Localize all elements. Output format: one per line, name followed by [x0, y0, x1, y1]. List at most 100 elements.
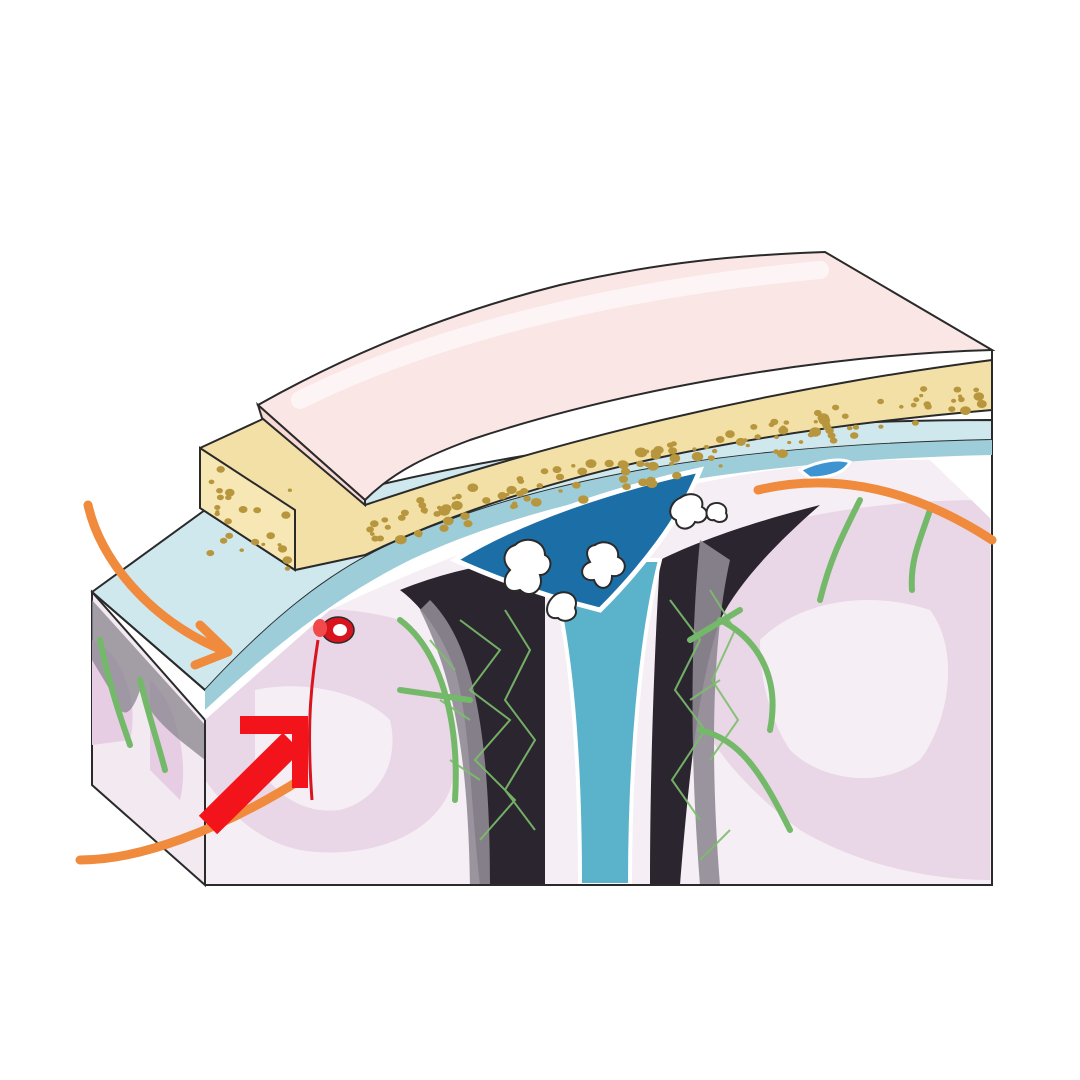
diploe-pore — [219, 537, 228, 544]
diploe-pore — [369, 532, 375, 536]
meningeal-artery — [313, 616, 355, 644]
diploe-pore — [666, 442, 674, 448]
diploe-pore — [707, 455, 715, 461]
diploe-pore — [809, 427, 822, 437]
diploe-pore — [669, 461, 675, 466]
diploe-pore — [552, 466, 562, 474]
diploe-pore — [497, 492, 507, 500]
diploe-pore — [846, 425, 853, 431]
diploe-pore — [672, 471, 682, 480]
diploe-pore — [282, 556, 293, 564]
diploe-pore — [650, 477, 656, 482]
diploe-pore — [442, 516, 454, 526]
diploe-pore — [750, 424, 758, 430]
diploe-pore — [261, 542, 266, 547]
diploe-pore — [718, 464, 723, 468]
diploe-pore — [253, 507, 262, 514]
diploe-pore — [530, 498, 542, 507]
diploe-pore — [394, 535, 407, 545]
diploe-pore — [832, 404, 840, 411]
diploe-pore — [455, 493, 462, 500]
diploe-pore — [572, 481, 581, 489]
diploe-pore — [416, 532, 422, 538]
diploe-pore — [711, 448, 718, 454]
diploe-pore — [558, 489, 563, 493]
diploe-pore — [768, 422, 775, 428]
diploe-pore — [650, 451, 662, 460]
diploe-pore — [948, 406, 956, 412]
diploe-pore — [634, 447, 647, 457]
diploe-pore — [585, 459, 597, 468]
diploe-pore — [691, 451, 704, 462]
falx-channel — [545, 558, 663, 885]
diploe-pore — [578, 495, 589, 504]
diploe-layer — [199, 358, 993, 572]
diploe-pore — [877, 398, 884, 405]
diploe-pore — [467, 483, 479, 493]
diploe-pore — [439, 524, 449, 532]
diploe-pore — [646, 479, 658, 488]
diploe-pore — [671, 454, 680, 462]
diploe-pore — [555, 473, 565, 481]
diploe-pore — [976, 400, 987, 408]
diploe-pore — [366, 526, 374, 533]
diploe-pore — [370, 520, 379, 528]
diploe-pore — [774, 435, 779, 439]
diploe-pore — [953, 386, 962, 393]
diploe-pore — [852, 424, 860, 430]
diploe-pore — [397, 514, 406, 521]
diploe-pore — [506, 485, 517, 495]
superior-sagittal-sinus — [449, 458, 853, 622]
diploe-pore — [798, 440, 804, 444]
diploe-pore — [540, 468, 549, 475]
diploe-pore — [505, 492, 510, 497]
diploe-pore — [224, 518, 232, 525]
diploe-pore — [636, 460, 645, 468]
diploe-pore — [668, 447, 678, 455]
diploe-pore — [913, 397, 920, 403]
diploe-pore — [754, 434, 761, 440]
diploe-pore — [776, 449, 788, 458]
red-arrow-icon — [198, 716, 308, 835]
diploe-pore — [919, 393, 924, 398]
diploe-pore — [517, 478, 525, 484]
diploe-pore — [510, 503, 517, 510]
diploe-pore — [829, 437, 838, 444]
diploe-pore — [251, 538, 260, 546]
diploe-pore — [850, 432, 859, 439]
diploe-pore — [400, 509, 409, 516]
outer-skull-table — [255, 250, 996, 508]
diploe-pore — [951, 398, 957, 403]
diploe-pore — [277, 545, 288, 553]
diploe-pore — [433, 511, 441, 517]
diploe-pore — [482, 497, 491, 504]
diploe-pore — [266, 532, 276, 540]
diploe-pore — [725, 430, 735, 438]
diploe-pore — [920, 386, 928, 392]
diploe-pore — [814, 409, 822, 417]
diploe-pore — [216, 466, 225, 473]
diploe-pore — [225, 532, 234, 539]
diploe-pore — [783, 420, 790, 425]
diploe-pore — [958, 396, 965, 403]
diploe-pore — [440, 504, 452, 513]
diploe-pore — [911, 420, 919, 426]
artery-vessel — [308, 639, 320, 801]
diploe-pore — [823, 423, 832, 431]
diploe-pore — [899, 404, 904, 409]
orange-curved-arrow-icon — [75, 478, 997, 865]
orange-arrow-lower-left — [75, 775, 305, 865]
orange-arrow-right — [753, 478, 997, 545]
diploe-pore — [238, 506, 248, 513]
diploe-pore — [827, 432, 836, 439]
diploe-pore — [960, 406, 971, 415]
diploe-pore — [618, 460, 629, 470]
diploe-pore — [577, 467, 588, 476]
diploe-pore — [638, 478, 648, 487]
diploe-pore — [692, 447, 697, 451]
diploe-pore — [436, 505, 442, 510]
diploe-pore — [878, 424, 884, 429]
diploe-pore — [813, 420, 818, 424]
diploe-pore — [647, 461, 659, 471]
